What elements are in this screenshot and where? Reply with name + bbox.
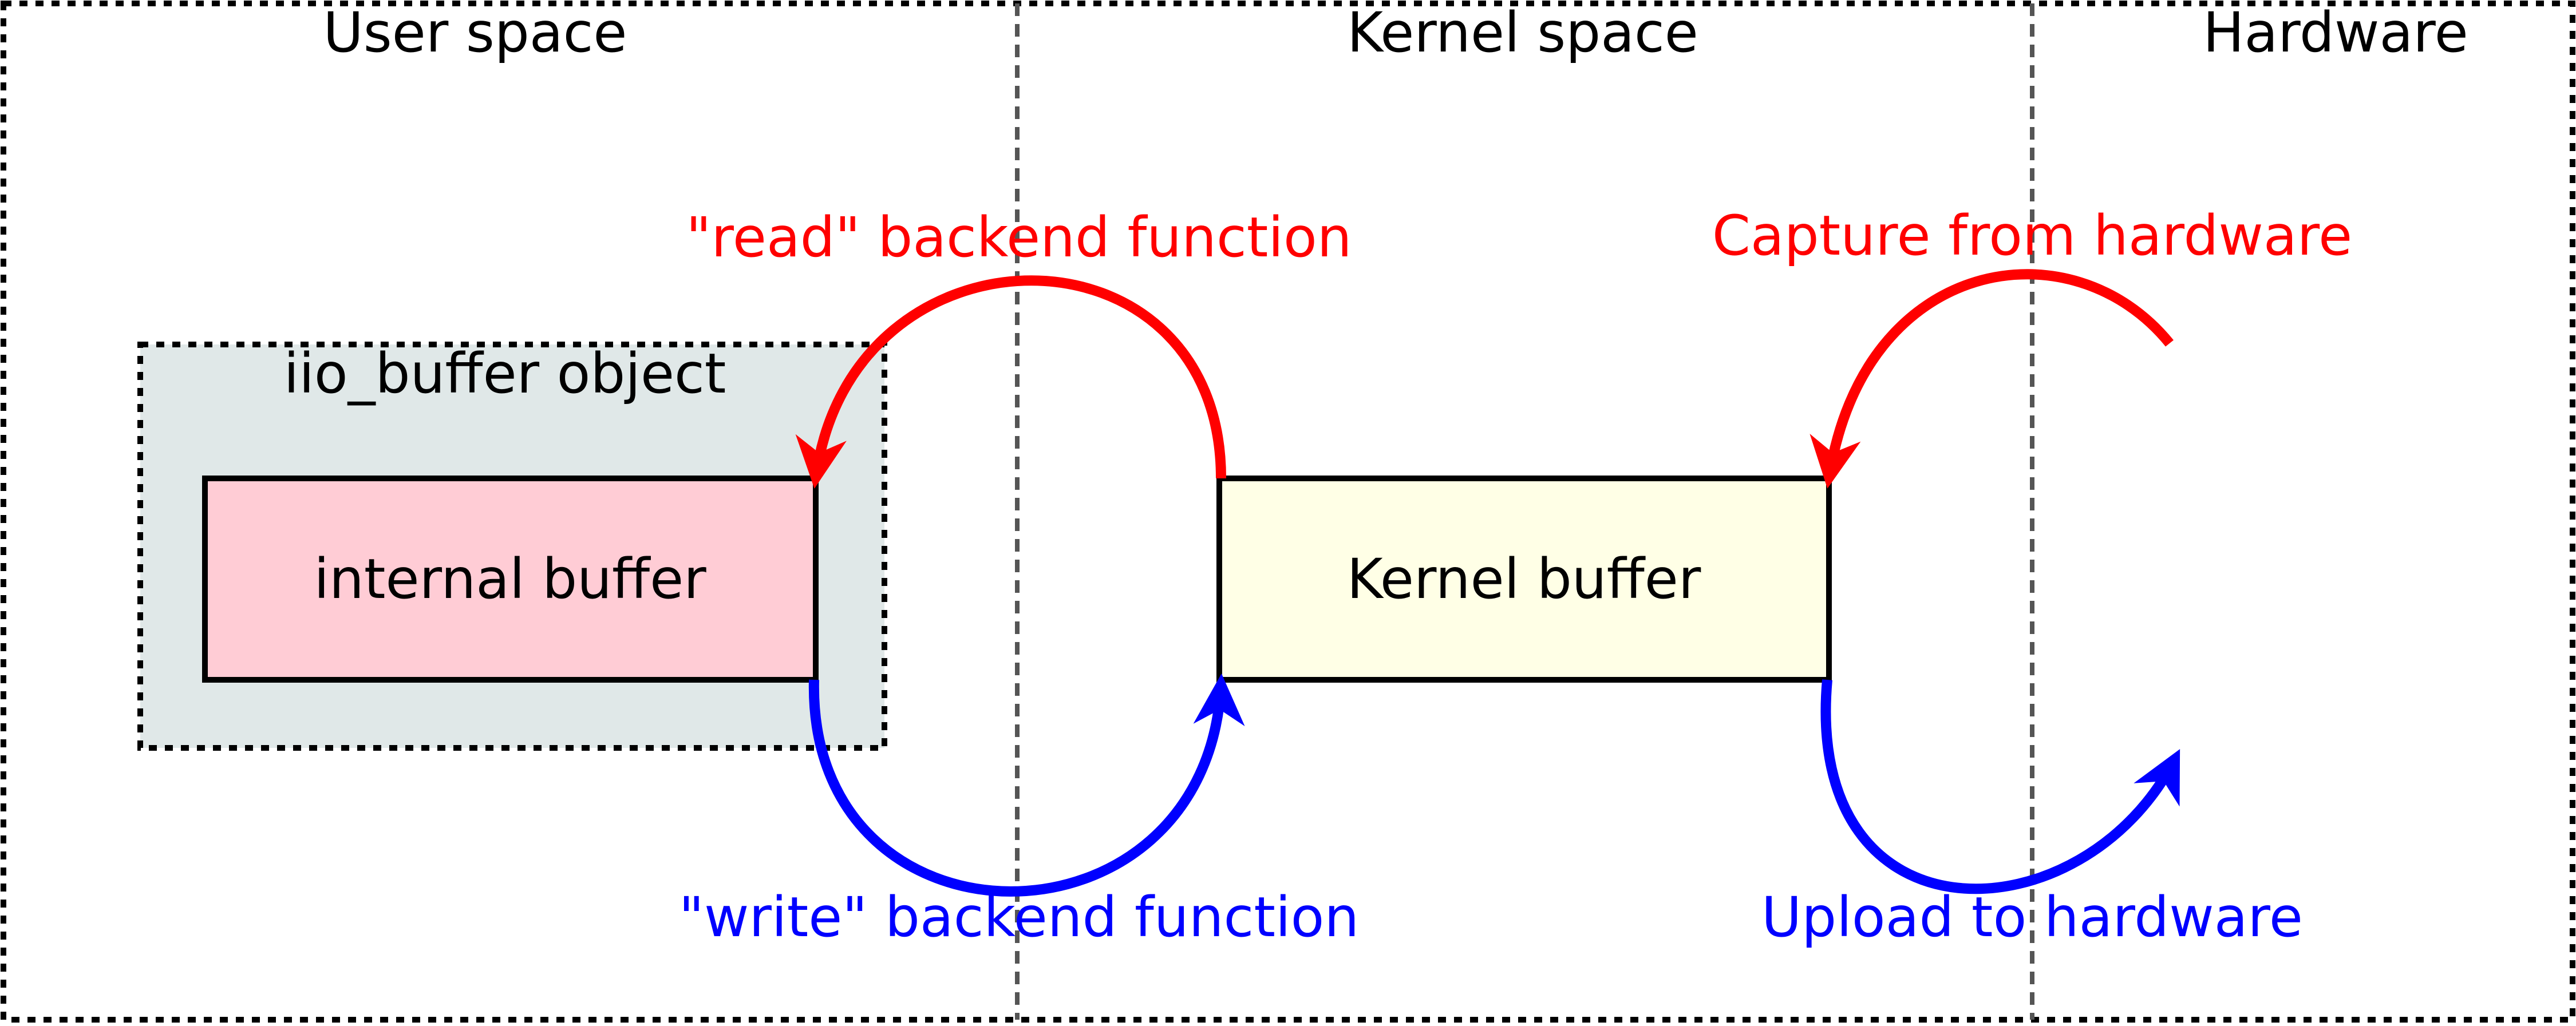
hardware-label: Hardware <box>2203 1 2468 65</box>
internal-buffer-box <box>202 476 819 683</box>
kernel-space-label: Kernel space <box>1347 1 1698 65</box>
capture-from-hardware-label: Capture from hardware <box>1712 204 2352 268</box>
kernel-buffer-box <box>1216 476 1832 683</box>
upload-arrow <box>1820 679 2180 894</box>
capture-arrow <box>1809 269 2174 489</box>
write-arrow <box>808 674 1245 897</box>
read-backend-label: "read" backend function <box>686 205 1352 270</box>
write-backend-label: "write" backend function <box>679 885 1359 949</box>
kernel-buffer-label: Kernel buffer <box>1347 547 1701 611</box>
user-space-label: User space <box>323 1 627 65</box>
upload-to-hardware-label: Upload to hardware <box>1761 885 2303 949</box>
internal-buffer-label: internal buffer <box>314 547 706 611</box>
read-arrow <box>795 275 1226 489</box>
iio-buffer-object-label: iio_buffer object <box>284 342 726 406</box>
